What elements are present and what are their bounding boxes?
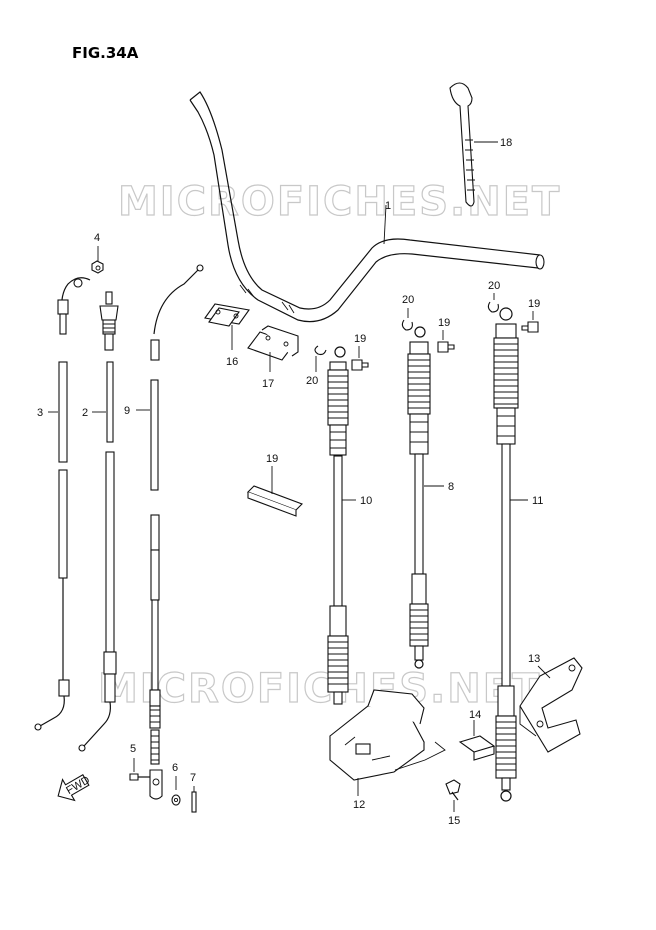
callout-18: 18	[500, 137, 512, 149]
callout-10: 10	[360, 495, 372, 507]
callout-7: 7	[190, 772, 196, 784]
bracket-plate	[149, 769, 163, 800]
clip-14	[458, 735, 496, 761]
clip-20-left	[314, 345, 327, 356]
callout-8: 8	[448, 481, 454, 493]
callout-19-mid: 19	[438, 317, 450, 329]
cable-10	[327, 346, 356, 705]
bracket-13	[519, 657, 583, 753]
callout-12: 12	[353, 799, 365, 811]
cable-2	[78, 291, 119, 752]
callout-11: 11	[532, 495, 543, 507]
figure-title: FIG.34A	[72, 44, 139, 62]
clip-20-mid	[401, 319, 413, 331]
pin-19-right	[521, 321, 539, 333]
callout-1: 1	[385, 200, 391, 212]
washer-6	[171, 794, 181, 806]
pin-19-left	[351, 359, 369, 371]
cotter-pin-7	[191, 791, 197, 813]
callout-19-right: 19	[528, 298, 540, 310]
callout-14: 14	[469, 709, 481, 721]
callout-9: 9	[124, 405, 130, 417]
callout-15: 15	[448, 815, 460, 827]
callout-2: 2	[82, 407, 88, 419]
pin-19-mid	[437, 341, 455, 353]
fwd-arrow: FWD	[57, 774, 92, 802]
callout-21: 19	[266, 453, 278, 465]
callout-5: 5	[130, 743, 136, 755]
watermark-top: MICROFICHES.NET	[118, 179, 561, 225]
callout-4: 4	[94, 232, 100, 244]
bracket-12	[329, 689, 446, 796]
screw-5	[129, 773, 139, 781]
callout-20-mid: 20	[402, 294, 414, 306]
cable-3	[34, 277, 91, 731]
cable-9	[136, 264, 204, 765]
callout-16: 16	[226, 356, 238, 368]
callout-6: 6	[172, 762, 178, 774]
callout-19-left: 19	[354, 333, 366, 345]
tie-band	[449, 82, 498, 207]
clip-20-right	[487, 301, 499, 313]
bracket-17	[247, 325, 299, 372]
callout-17: 17	[262, 378, 274, 390]
fwd-label: FWD	[64, 774, 92, 797]
cable-8	[407, 326, 444, 669]
pad-21	[247, 466, 303, 517]
callout-20-left: 20	[306, 375, 318, 387]
handlebar	[189, 91, 545, 323]
bracket-16	[204, 303, 250, 350]
callout-3: 3	[37, 407, 43, 419]
bolt-15	[445, 779, 461, 795]
nut-4	[91, 260, 104, 274]
watermark-bottom: MICROFICHES.NET	[98, 666, 541, 712]
callout-20-right: 20	[488, 280, 500, 292]
callout-13: 13	[528, 653, 540, 665]
cable-11	[493, 307, 528, 802]
